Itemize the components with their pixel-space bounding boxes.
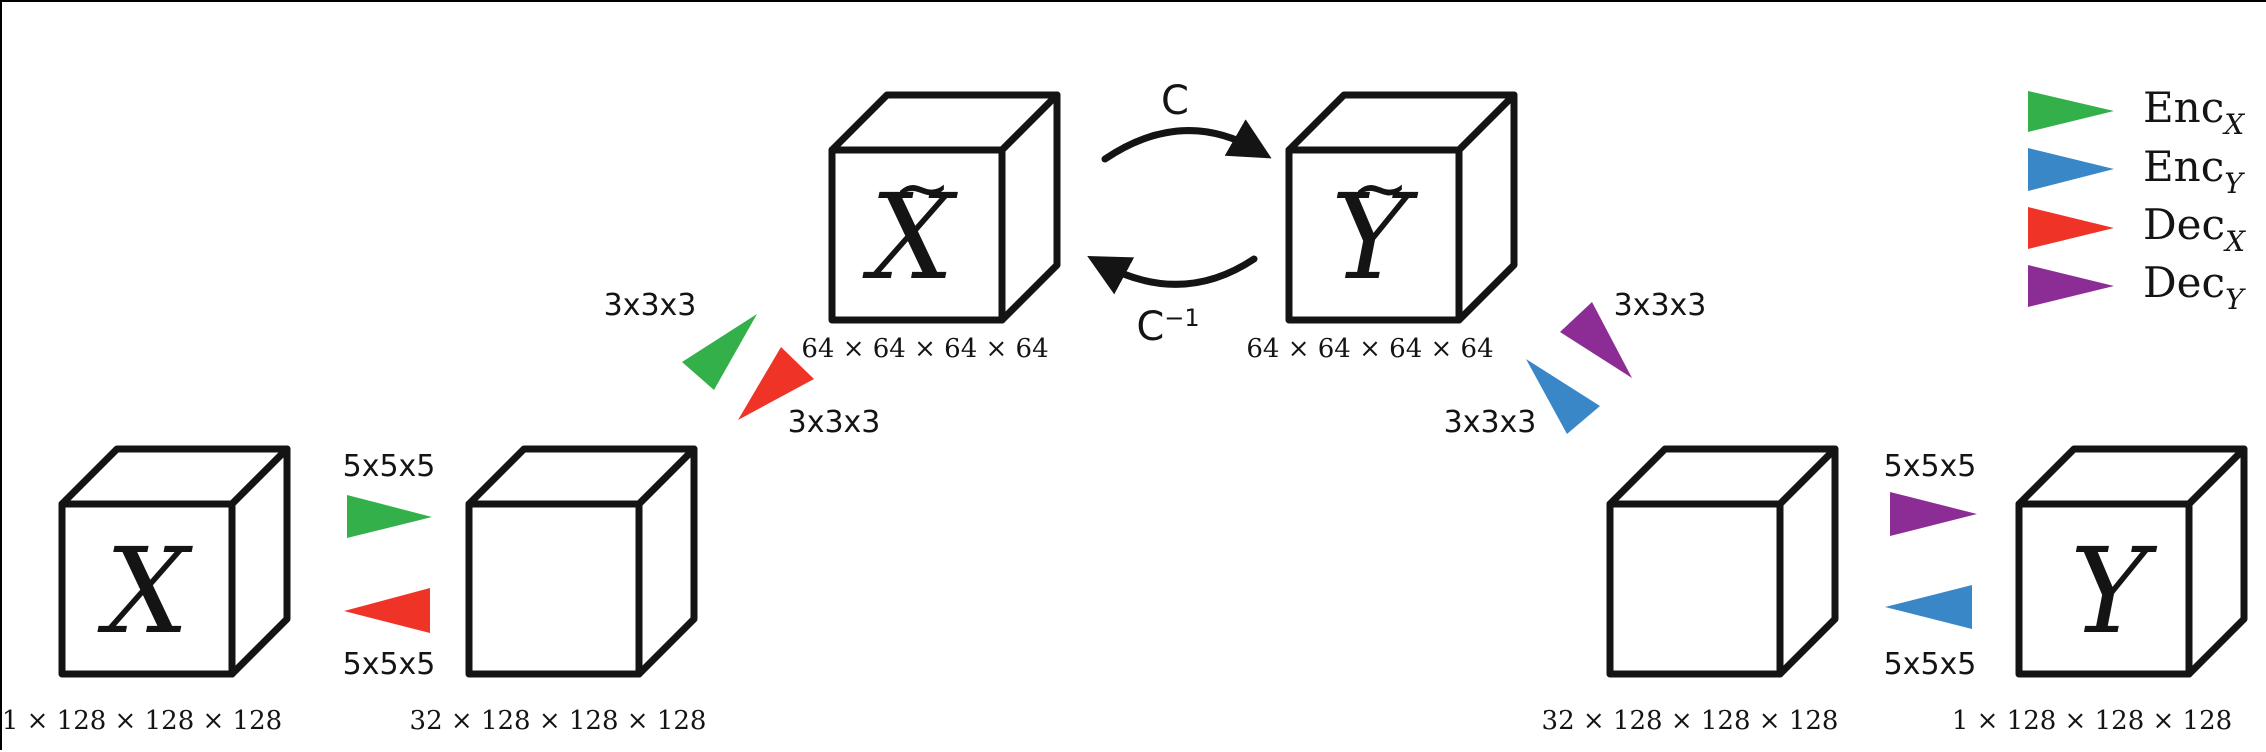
cycle-inverse-arrow xyxy=(1087,255,1258,295)
kernel-label-right-dec: 5x5x5 xyxy=(1884,449,1977,484)
enc-x-triangle-left xyxy=(347,495,432,538)
legend-dec-x-icon xyxy=(2028,207,2114,249)
kernel-label-left-enc: 5x5x5 xyxy=(343,449,436,484)
legend-dec-x-text: DecX xyxy=(2143,200,2246,258)
cycle-inverse-label: C−1 xyxy=(1136,304,1199,350)
cube-y-hidden xyxy=(1606,445,1839,678)
cube-x-tilde-accent: ~ xyxy=(893,147,952,229)
dec-y-triangle-right xyxy=(1890,492,1977,536)
dec-x-triangle-left xyxy=(344,588,430,633)
cube-x-symbol: X xyxy=(97,522,193,660)
legend-enc-y-sub: Y xyxy=(2224,167,2245,200)
kernel-label-right-enc: 5x5x5 xyxy=(1884,647,1977,682)
cube-y-tilde-symbol: Y xyxy=(1331,168,1419,306)
dec-x-triangle-mid xyxy=(738,347,814,420)
cube-y-tilde-dims: 64 × 64 × 64 × 64 xyxy=(1246,334,1493,364)
legend-dec-x-sub: X xyxy=(2223,225,2246,258)
enc-y-triangle-right xyxy=(1885,585,1972,629)
legend-enc-y-icon xyxy=(2028,148,2114,191)
cube-y-symbol: Y xyxy=(2070,522,2158,660)
legend-dec-y-sub: Y xyxy=(2225,283,2246,316)
cube-y-tilde: Y ~ xyxy=(1285,91,1518,324)
cube-y-tilde-accent: ~ xyxy=(1351,147,1410,229)
kernel-label-mid-left-dec: 3x3x3 xyxy=(788,405,881,440)
legend-enc-x-sub: X xyxy=(2222,108,2245,141)
legend-dec-y-text: DecY xyxy=(2143,258,2246,316)
cube-y: Y xyxy=(2015,445,2248,678)
kernel-label-mid-right-dec: 3x3x3 xyxy=(1614,288,1707,323)
cube-x-hidden xyxy=(465,445,698,678)
legend-item-enc-x: EncX xyxy=(2028,83,2245,141)
cycle-inverse-letter: C xyxy=(1136,304,1164,350)
cube-x-hidden-dims: 32 × 128 × 128 × 128 xyxy=(410,706,707,736)
legend-item-enc-y: EncY xyxy=(2028,142,2245,200)
cube-x-tilde: X ~ xyxy=(828,91,1061,324)
cube-x-dims: 1 × 128 × 128 × 128 xyxy=(2,706,282,736)
legend-item-dec-x: DecX xyxy=(2028,200,2246,258)
kernel-label-mid-left-enc: 3x3x3 xyxy=(604,288,697,323)
legend-item-dec-y: DecY xyxy=(2028,258,2246,316)
cube-y-dims: 1 × 128 × 128 × 128 xyxy=(1952,706,2232,736)
kernel-label-mid-right-enc: 3x3x3 xyxy=(1444,405,1537,440)
legend-dec-y-main: Dec xyxy=(2143,258,2225,307)
legend: EncX EncY DecX DecY xyxy=(2028,83,2246,316)
cube-x: X xyxy=(58,445,291,678)
cube-x-tilde-symbol: X xyxy=(862,168,958,306)
legend-dec-y-icon xyxy=(2028,265,2114,307)
legend-dec-x-main: Dec xyxy=(2143,200,2225,249)
enc-y-triangle-mid xyxy=(1526,359,1600,434)
dec-y-triangle-mid xyxy=(1560,302,1632,378)
legend-enc-y-text: EncY xyxy=(2143,142,2245,200)
cycle-inverse-sup: −1 xyxy=(1164,304,1199,332)
legend-enc-x-main: Enc xyxy=(2143,83,2224,132)
cube-x-tilde-dims: 64 × 64 × 64 × 64 xyxy=(801,334,1048,364)
cycle-forward-arrow xyxy=(1101,119,1272,163)
legend-enc-y-main: Enc xyxy=(2143,142,2224,191)
legend-enc-x-icon xyxy=(2028,91,2114,132)
cycle-forward-label: C xyxy=(1161,78,1189,124)
kernel-label-left-dec: 5x5x5 xyxy=(343,647,436,682)
enc-x-triangle-mid xyxy=(682,314,757,390)
cube-y-hidden-dims: 32 × 128 × 128 × 128 xyxy=(1542,706,1839,736)
legend-enc-x-text: EncX xyxy=(2143,83,2245,141)
